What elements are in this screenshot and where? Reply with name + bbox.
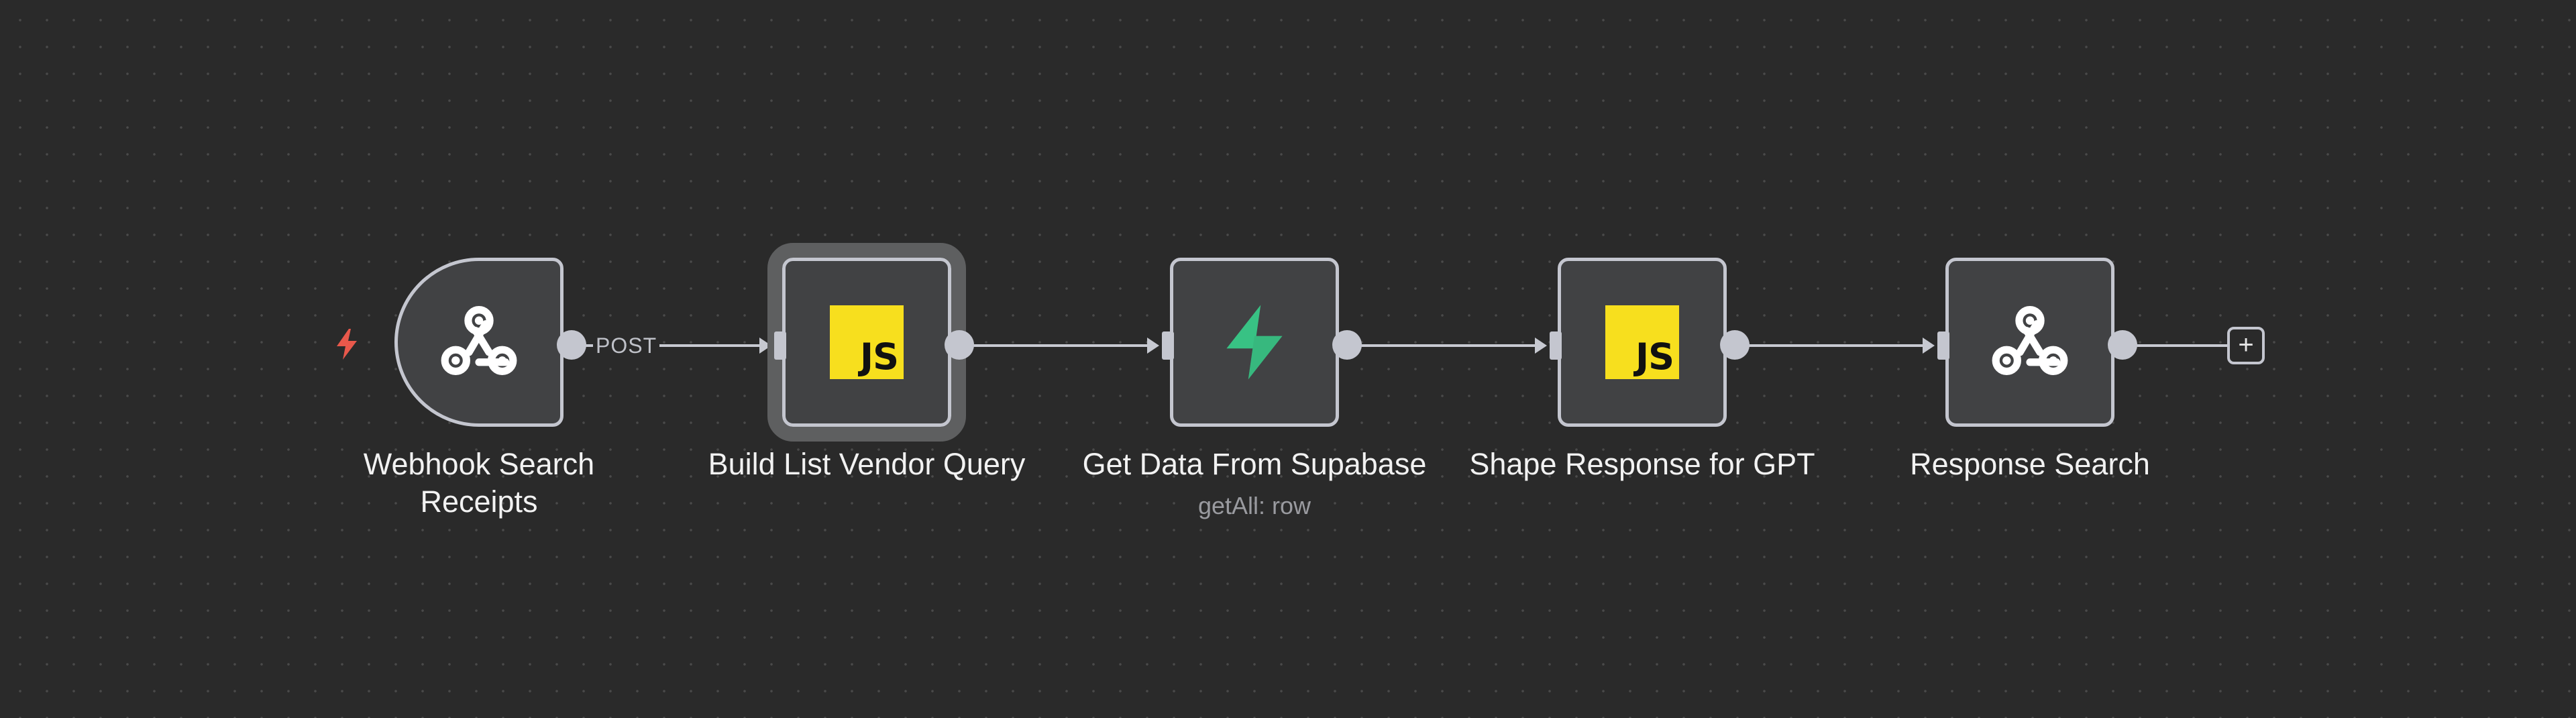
connection-arrowhead-2 xyxy=(1147,338,1159,354)
input-port-get-data-from-supabase[interactable] xyxy=(1162,331,1174,360)
input-port-shape-response-for-gpt[interactable] xyxy=(1550,331,1562,360)
node-subtitle-get-data-from-supabase: getAll: row xyxy=(1197,492,1311,519)
output-port-get-data-from-supabase[interactable] xyxy=(1332,330,1362,360)
connection-label-post: POST xyxy=(593,332,660,359)
input-port-build-list-vendor-query[interactable] xyxy=(774,331,786,360)
add-connection-wire xyxy=(2136,344,2229,347)
output-port-shape-response-for-gpt[interactable] xyxy=(1720,330,1750,360)
node-get-data-from-supabase[interactable] xyxy=(1170,258,1339,427)
add-node-button[interactable]: + xyxy=(2227,327,2265,364)
supabase-icon xyxy=(1226,305,1283,380)
output-port-webhook-search-receipts[interactable] xyxy=(557,330,586,360)
input-port-response-search[interactable] xyxy=(1937,331,1949,360)
webhook-icon xyxy=(441,306,517,375)
connection-arrowhead-1 xyxy=(759,338,771,354)
javascript-icon: JS xyxy=(1605,305,1679,379)
connection-wire-3[interactable] xyxy=(1360,344,1543,347)
node-label-response-search: Response Search xyxy=(1910,447,2150,481)
output-port-response-search[interactable] xyxy=(2108,330,2137,360)
node-label-shape-response-for-gpt: Shape Response for GPT xyxy=(1469,447,1815,481)
node-webhook-search-receipts[interactable] xyxy=(394,258,564,427)
connection-arrowhead-4 xyxy=(1923,338,1935,354)
node-shape-response-for-gpt[interactable]: JS xyxy=(1558,258,1727,427)
node-response-search[interactable] xyxy=(1945,258,2114,427)
connection-wire-2[interactable] xyxy=(973,344,1155,347)
output-port-build-list-vendor-query[interactable] xyxy=(945,330,974,360)
node-build-list-vendor-query[interactable]: JS xyxy=(767,243,966,442)
connection-wire-1[interactable] xyxy=(585,344,767,347)
node-label-webhook-search-receipts: Webhook Search Receipts xyxy=(363,447,595,519)
lightning-bolt-icon xyxy=(337,329,357,360)
webhook-icon xyxy=(1992,306,2068,375)
node-label-get-data-from-supabase: Get Data From Supabase xyxy=(1082,447,1427,481)
connection-arrowhead-3 xyxy=(1535,338,1547,354)
javascript-icon: JS xyxy=(830,305,904,379)
node-label-build-list-vendor-query: Build List Vendor Query xyxy=(708,447,1026,481)
connection-wire-4[interactable] xyxy=(1748,344,1931,347)
